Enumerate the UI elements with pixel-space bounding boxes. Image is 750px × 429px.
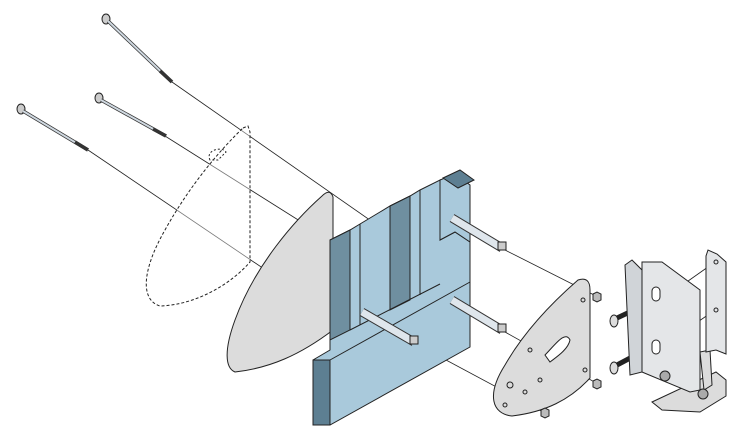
ghost-keyhole	[208, 148, 227, 161]
carriage-bolt	[94, 92, 167, 138]
carriage-bolt	[101, 13, 174, 84]
spacer-tube	[449, 296, 507, 334]
spacer-tube	[449, 214, 507, 252]
carriage-bolt	[16, 103, 89, 152]
mounting-plate-rear	[493, 278, 591, 417]
hex-nut	[592, 378, 602, 390]
wall-section	[312, 169, 475, 426]
keyhole-slot	[544, 336, 571, 363]
spacer-tube	[359, 308, 419, 346]
mounting-plate-front	[226, 191, 334, 373]
hex-nut	[592, 291, 602, 303]
ghost-plate-outline	[145, 125, 251, 307]
support-bracket	[624, 249, 727, 413]
machine-screw	[609, 353, 636, 375]
hex-nut	[540, 407, 550, 419]
